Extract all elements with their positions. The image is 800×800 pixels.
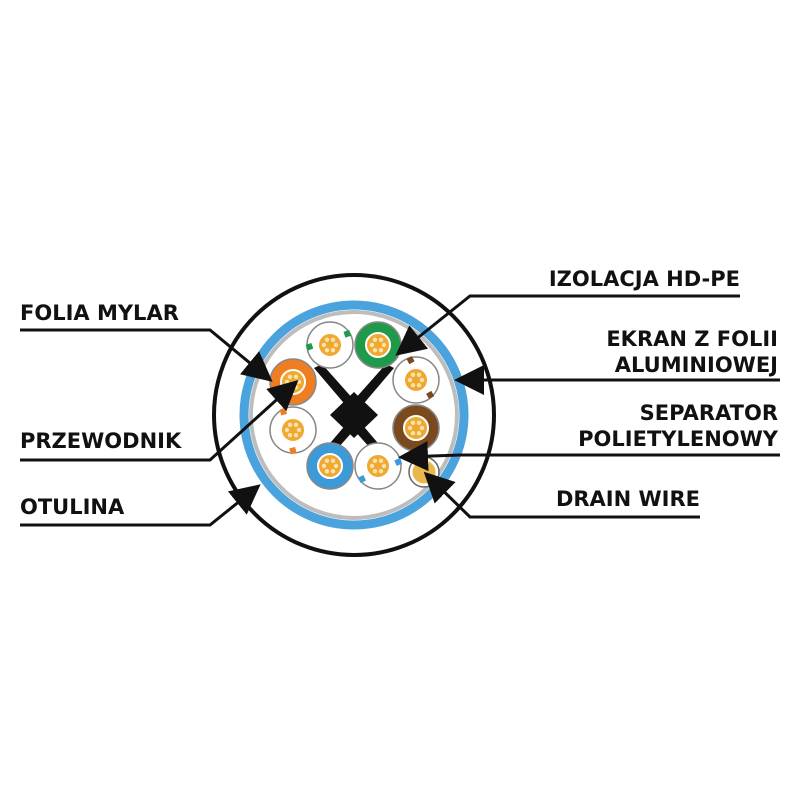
conductor-strand xyxy=(410,382,416,388)
label-drain-wire: DRAIN WIRE xyxy=(555,487,700,511)
copper-conductor xyxy=(403,367,429,393)
wire-color-stripe xyxy=(279,408,287,416)
copper-conductor xyxy=(403,415,429,441)
conductor-strand xyxy=(293,374,299,380)
wire-color-stripe xyxy=(394,458,403,467)
copper-conductor xyxy=(280,369,306,395)
wire-color-stripe xyxy=(426,390,435,400)
conductor-strand xyxy=(369,463,375,469)
conductor-strand xyxy=(287,374,293,380)
aluminium-foil-screen xyxy=(239,300,469,530)
copper-conductor xyxy=(365,453,391,479)
label-przewodnik: PRZEWODNIK xyxy=(20,429,182,453)
conductor-strand xyxy=(330,347,336,353)
conductor-strand xyxy=(381,463,387,469)
conductor-strand xyxy=(416,430,422,436)
conductor-strand xyxy=(293,422,299,428)
leader-folia-mylar xyxy=(20,328,273,382)
label-izolacja: IZOLACJA HD-PE xyxy=(548,267,740,291)
conductor-strand xyxy=(287,422,293,428)
wire-color-stripe xyxy=(289,446,297,455)
conductor-strand xyxy=(296,427,302,433)
conductor-strand xyxy=(369,342,375,348)
wire-blue xyxy=(306,442,354,490)
conductor-strand xyxy=(419,425,425,431)
conductor-strand xyxy=(330,458,336,464)
conductor-strand xyxy=(372,347,378,353)
conductor-strand xyxy=(410,372,416,378)
conductor-strand xyxy=(324,337,330,343)
conductor-strand xyxy=(378,337,384,343)
conductor-strand xyxy=(293,384,299,390)
conductor-strand xyxy=(410,420,416,426)
conductor-strand xyxy=(407,377,413,383)
label-ekran-line2: ALUMINIOWEJ xyxy=(614,353,778,377)
copper-conductor xyxy=(317,332,343,358)
wire-white-orange xyxy=(269,406,317,455)
wire-color-stripe xyxy=(343,329,352,338)
wire-white-brown xyxy=(392,356,440,404)
conductor-strand xyxy=(333,463,339,469)
conductor-strand xyxy=(416,420,422,426)
conductor-strand xyxy=(324,468,330,474)
conductor-strand xyxy=(284,427,290,433)
conductor-strand xyxy=(372,468,378,474)
label-otulina: OTULINA xyxy=(20,495,125,519)
label-folia-mylar: FOLIA MYLAR xyxy=(20,301,179,325)
label-separator-line1: SEPARATOR xyxy=(639,401,778,425)
conductor-strand xyxy=(407,425,413,431)
conductor-strand xyxy=(378,458,384,464)
label-separator-line2: POLIETYLENOWY xyxy=(578,427,778,451)
wire-brown xyxy=(392,404,440,452)
wire-white-green xyxy=(305,321,354,369)
conductor-strand xyxy=(284,379,290,385)
conductor-strand xyxy=(378,468,384,474)
conductor-strand xyxy=(324,458,330,464)
label-ekran-line1: EKRAN Z FOLII xyxy=(606,327,778,351)
conductor-strand xyxy=(419,377,425,383)
conductor-strand xyxy=(372,337,378,343)
leader-otulina xyxy=(20,484,261,527)
conductor-strand xyxy=(416,382,422,388)
leader-izolacja xyxy=(395,294,740,356)
wire-color-stripe xyxy=(358,475,367,484)
conductor-strand xyxy=(381,342,387,348)
conductor-strand xyxy=(410,430,416,436)
leader-drain-wire xyxy=(423,471,700,519)
wire-color-stripe xyxy=(305,342,314,351)
conductor-strand xyxy=(372,458,378,464)
wire-green xyxy=(354,321,402,369)
conductor-strand xyxy=(416,372,422,378)
conductor-strand xyxy=(293,432,299,438)
polyethylene-separator xyxy=(314,364,394,466)
conductor-strand xyxy=(333,342,339,348)
conductor-strand xyxy=(330,337,336,343)
conductor-strand xyxy=(324,347,330,353)
conductor-strand xyxy=(330,468,336,474)
wire-white-blue xyxy=(354,442,403,490)
conductor-strand xyxy=(378,347,384,353)
wire-color-stripe xyxy=(406,356,415,365)
conductor-strand xyxy=(321,463,327,469)
separator-center xyxy=(330,392,378,438)
conductor-strand xyxy=(287,432,293,438)
leader-separator xyxy=(398,441,780,472)
copper-conductor xyxy=(280,417,306,443)
conductor-strand xyxy=(321,342,327,348)
copper-conductor xyxy=(317,453,343,479)
conductor-strand xyxy=(296,379,302,385)
leader-przewodnik xyxy=(20,379,299,462)
copper-conductor xyxy=(365,332,391,358)
